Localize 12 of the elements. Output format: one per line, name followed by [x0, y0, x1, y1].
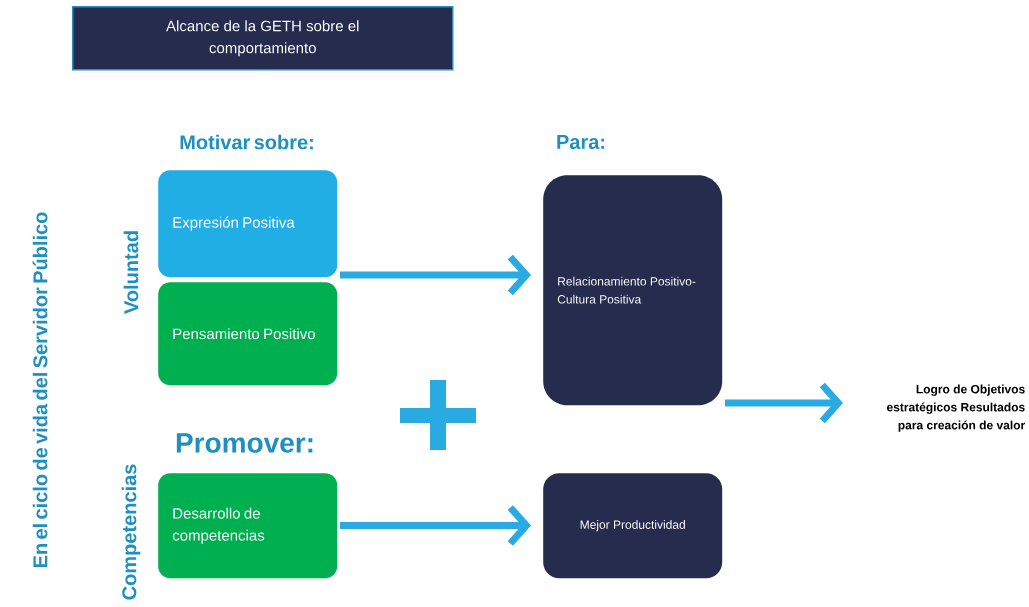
section-heading: Para: [557, 135, 605, 149]
section-heading: Promover: [176, 433, 313, 453]
outcome-text: Logro de Objetivos estratégicos Resultados para creación de valor [886, 384, 1025, 432]
process-box: Pensamiento Positivo [158, 282, 338, 386]
side-title: En el ciclo de vida del Servidor Público [32, 212, 48, 568]
process-box: Expresión Positiva [158, 170, 338, 278]
axis-label: Voluntad [123, 231, 139, 314]
section-heading: Motivar sobre: [180, 134, 313, 150]
process-box: Desarrollo de competencias [158, 473, 338, 579]
result-box: Relacionamiento Positivo- Cultura Positiva [543, 175, 723, 406]
heading-box: Alcance de la GETH sobre el comportamiento [72, 6, 454, 71]
result-box: Mejor Productividad [543, 473, 723, 579]
